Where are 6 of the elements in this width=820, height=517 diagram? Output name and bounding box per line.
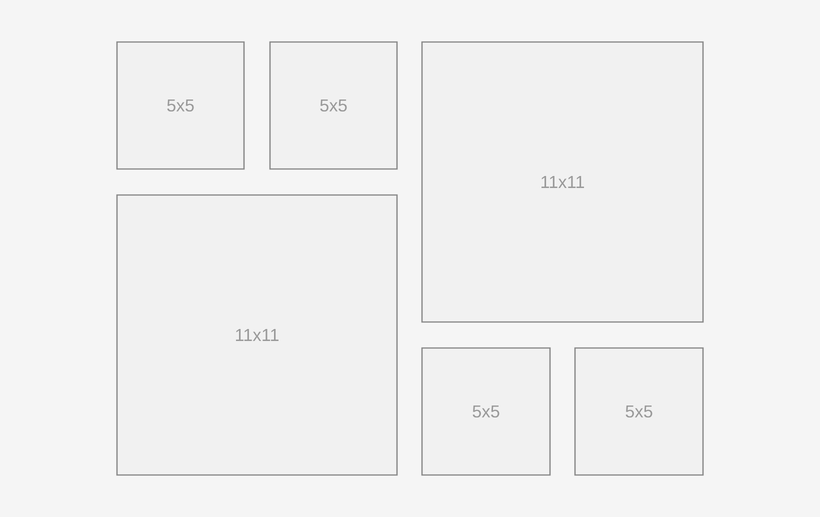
square-box: 5x5 (421, 347, 551, 476)
square-box: 5x5 (116, 41, 245, 170)
square-box: 11x11 (116, 194, 398, 476)
square-box: 11x11 (421, 41, 704, 323)
square-box: 5x5 (269, 41, 398, 170)
square-box: 5x5 (574, 347, 704, 476)
